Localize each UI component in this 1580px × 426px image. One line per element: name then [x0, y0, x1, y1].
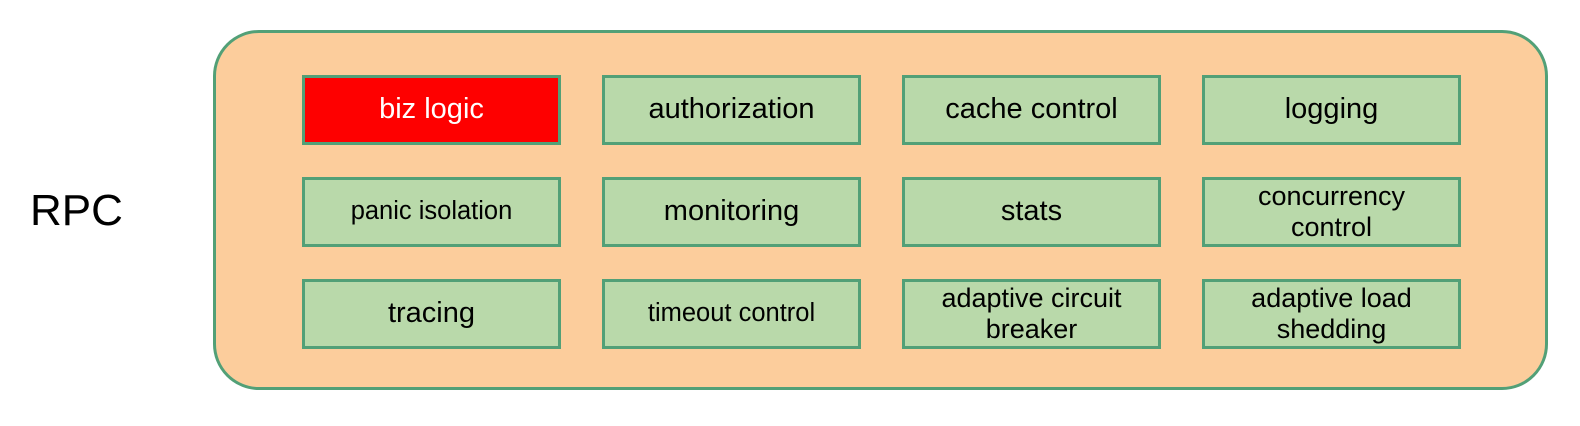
middleware-box-cache-control[interactable]: cache control [902, 75, 1161, 145]
middleware-box-monitoring[interactable]: monitoring [602, 177, 861, 247]
rpc-middleware-container: biz logic authorization cache control loggi… [213, 30, 1548, 390]
middleware-box-logging[interactable]: logging [1202, 75, 1461, 145]
middleware-box-panic-isolation[interactable]: panic isolation [302, 177, 561, 247]
middleware-box-authorization[interactable]: authorization [602, 75, 861, 145]
middleware-box-tracing[interactable]: tracing [302, 279, 561, 349]
middleware-box-biz-logic[interactable]: biz logic [302, 75, 561, 145]
middleware-box-adaptive-load-shedding[interactable]: adaptive load shedding [1202, 279, 1461, 349]
rpc-side-label: RPC [30, 186, 123, 235]
middleware-box-concurrency-control[interactable]: concurrency control [1202, 177, 1461, 247]
middleware-box-stats[interactable]: stats [902, 177, 1161, 247]
middleware-box-adaptive-circuit-breaker[interactable]: adaptive circuit breaker [902, 279, 1161, 349]
middleware-box-timeout-control[interactable]: timeout control [602, 279, 861, 349]
middleware-box-grid: biz logic authorization cache control loggi… [302, 75, 1461, 350]
